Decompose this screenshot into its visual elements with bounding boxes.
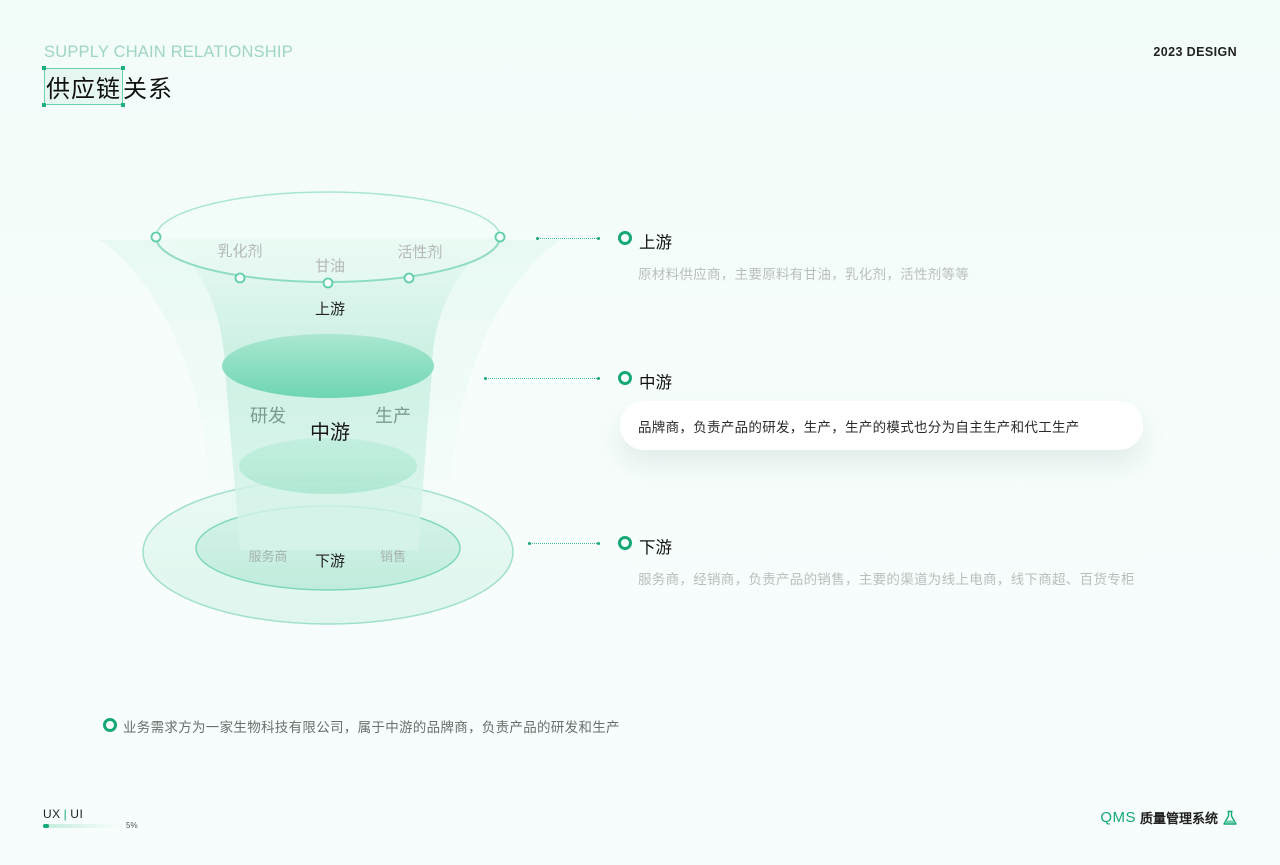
funnel-graphic xyxy=(100,191,560,625)
downstream-connector xyxy=(528,541,600,545)
midstream-ring-icon xyxy=(618,371,632,385)
title-selection[interactable]: 供应链 xyxy=(42,66,125,107)
flask-icon xyxy=(1223,810,1237,825)
midstream-label: 中游 xyxy=(310,420,350,444)
selection-handle[interactable] xyxy=(42,66,46,70)
brand-name: 质量管理系统 xyxy=(1139,812,1218,827)
ux-text: UX xyxy=(43,807,61,821)
sales-label: 销售 xyxy=(379,550,407,565)
production-label: 生产 xyxy=(375,406,411,427)
brand-qms: QMS xyxy=(1100,809,1136,826)
service-provider-label: 服务商 xyxy=(248,550,288,565)
upstream-title: 上游 xyxy=(639,233,672,252)
downstream-title: 下游 xyxy=(639,538,672,557)
ui-text: UI xyxy=(70,807,84,821)
downstream-desc: 服务商，经销商，负责产品的销售，主要的渠道为线上电商，线下商超、百货专柜 xyxy=(638,572,1135,588)
supply-chain-funnel: 乳化剂 甘油 活性剂 上游 研发 中游 生产 服务商 下游 销售 xyxy=(90,180,570,650)
business-note: 业务需求方为一家生物科技有限公司，属于中游的品牌商，负责产品的研发和生产 xyxy=(123,720,620,736)
midstream-desc: 品牌商，负责产品的研发，生产，生产的模式也分为自主生产和代工生产 xyxy=(638,419,1080,436)
midstream-connector xyxy=(484,376,600,380)
uxui-label: UX|UI xyxy=(43,807,83,821)
progress-bar xyxy=(43,824,121,828)
material-label: 甘油 xyxy=(314,257,346,275)
selection-handle[interactable] xyxy=(42,103,46,107)
note-ring-icon xyxy=(103,718,117,732)
progress-percent: 5% xyxy=(126,821,138,830)
brand: QMS 质量管理系统 xyxy=(1100,808,1238,827)
midstream-title: 中游 xyxy=(639,373,672,392)
separator: | xyxy=(63,807,68,821)
rnd-label: 研发 xyxy=(250,406,286,427)
midstream-desc-card: 品牌商，负责产品的研发，生产，生产的模式也分为自主生产和代工生产 xyxy=(620,401,1143,450)
title-selected-text: 供应链 xyxy=(46,75,121,103)
material-label: 乳化剂 xyxy=(217,242,263,260)
page-eyebrow: SUPPLY CHAIN RELATIONSHIP xyxy=(44,43,293,61)
page-title: 供应链 关系 xyxy=(42,66,173,107)
upstream-label: 上游 xyxy=(314,300,346,318)
downstream-ring-icon xyxy=(618,536,632,550)
upstream-desc: 原材料供应商，主要原料有甘油，乳化剂，活性剂等等 xyxy=(638,267,970,283)
progress-fill xyxy=(43,824,49,828)
downstream-label: 下游 xyxy=(314,552,346,570)
selection-handle[interactable] xyxy=(121,103,125,107)
selection-handle[interactable] xyxy=(121,66,125,70)
material-label: 活性剂 xyxy=(397,243,443,261)
upstream-ring-icon xyxy=(618,231,632,245)
design-year-tag: 2023 DESIGN xyxy=(1153,45,1237,59)
upstream-connector xyxy=(536,236,600,240)
title-rest-text: 关系 xyxy=(123,75,173,103)
